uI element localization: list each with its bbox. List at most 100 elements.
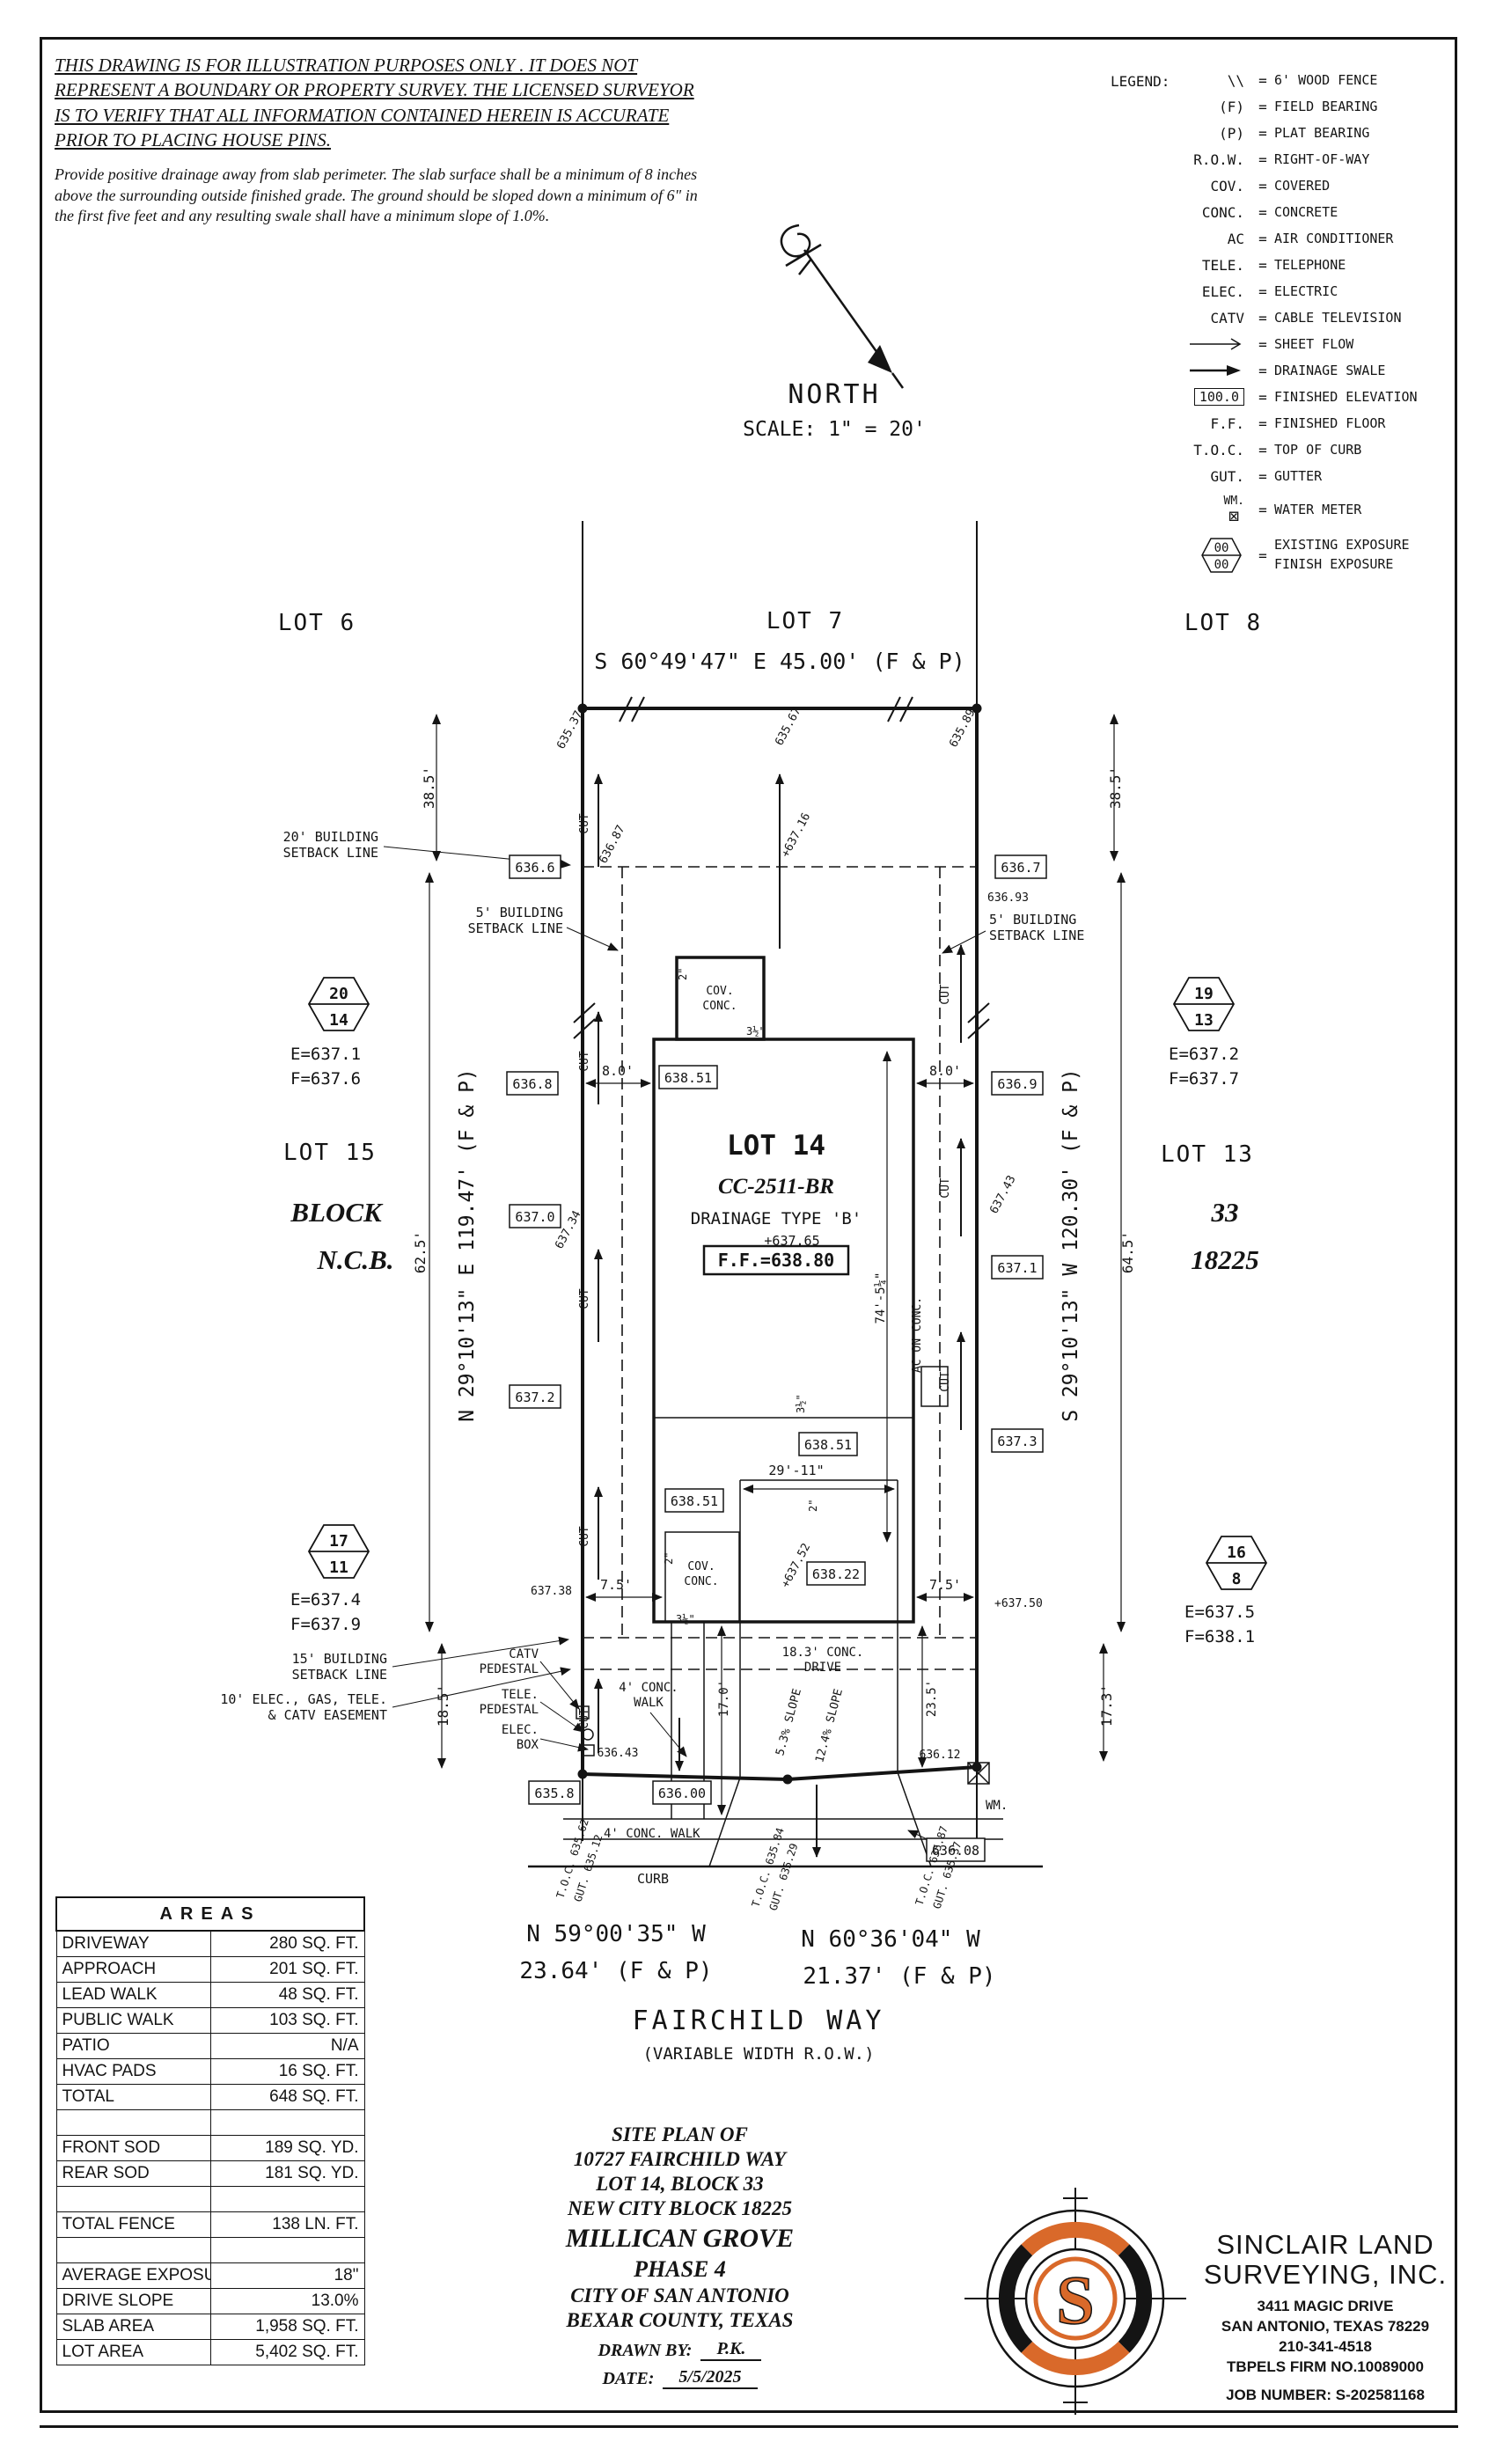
dimension-label: 2" — [663, 1552, 675, 1565]
side-setback-label: 5' BUILDING — [989, 912, 1076, 928]
area-value: 13.0% — [209, 2288, 365, 2314]
catv-pedestal-symbol — [576, 1705, 590, 1720]
legend-row: R.O.W. = RIGHT-OF-WAY — [1111, 146, 1449, 172]
street-bearing-label: N 59°00'35" W — [526, 1921, 706, 1947]
finish-elevation-label: F=637.6 — [290, 1069, 361, 1089]
spot-elevation: +637.50 — [994, 1597, 1043, 1610]
side-setback-label: 5' BUILDING — [476, 905, 563, 920]
cov-conc-label: COV. — [687, 1560, 715, 1573]
lot-line-extensions — [573, 521, 990, 1841]
legend-meaning: TOP OF CURB — [1274, 442, 1362, 458]
exposure-value: 14 — [329, 1011, 348, 1030]
legend-symbol: 00 — [1214, 541, 1229, 555]
cut-label: CUT — [578, 1288, 591, 1309]
exposure-value: 17 — [329, 1532, 348, 1551]
legend-meaning-line: FINISH EXPOSURE — [1274, 556, 1394, 572]
plan-model-label: CC-2511-BR — [718, 1175, 834, 1199]
cut-label: CUT — [578, 1051, 591, 1072]
front-setback-label: 15' BUILDING — [292, 1651, 387, 1667]
title-city: CITY OF SAN ANTONIO — [570, 2284, 789, 2306]
area-label: APPROACH — [55, 1956, 211, 1983]
legend-symbol: TELE. — [1201, 256, 1244, 274]
dimension-label: 64.5' — [1119, 1231, 1136, 1273]
legend-row: WM. ⊠ = WATER METER — [1111, 489, 1449, 530]
boxed-elevation: 637.1 — [991, 1255, 1044, 1280]
legend-meaning: 6' WOOD FENCE — [1274, 72, 1378, 88]
exposure-hexagon: 20 14 E=637.1 F=637.6 — [290, 977, 370, 1089]
ac-pad-label: AC ON CONC. — [911, 1297, 924, 1373]
area-value — [209, 2109, 365, 2136]
side-setback-label: SETBACK LINE — [989, 928, 1084, 943]
elec-box-symbol — [583, 1744, 595, 1756]
house-outline — [652, 956, 915, 1624]
area-label — [55, 2109, 211, 2136]
legend-symbol: CATV — [1210, 309, 1244, 326]
walk-label: WALK — [634, 1696, 664, 1710]
dimension-label: 2" — [677, 968, 689, 980]
dimension-label: 38.5' — [1107, 766, 1124, 809]
spot-elevation: 635.67 — [773, 705, 803, 748]
boxed-elevation: 636.00 — [652, 1780, 712, 1805]
spot-elevation: 635.89 — [947, 707, 978, 750]
area-value: 138 LN. FT. — [209, 2211, 365, 2238]
street-bearing-label: 21.37' (F & P) — [803, 1963, 995, 1990]
area-label: AVERAGE EXPOSURE — [55, 2262, 211, 2289]
legend-row: CONC. = CONCRETE — [1111, 199, 1449, 225]
curb-label: CURB — [637, 1871, 669, 1887]
block-number: 33 — [1211, 1197, 1239, 1228]
legend-title: LEGEND: — [1111, 73, 1170, 90]
company-address: 3411 MAGIC DRIVE SAN ANTONIO, TEXAS 7822… — [1184, 2297, 1467, 2378]
lot7-label: LOT 7 — [766, 608, 844, 634]
legend-meaning: CABLE TELEVISION — [1274, 310, 1402, 326]
drawn-by-label: DRAWN BY: — [598, 2340, 693, 2360]
disclaimer-notes: THIS DRAWING IS FOR ILLUSTRATION PURPOSE… — [55, 53, 710, 239]
legend-row: 00 00 = EXISTING EXPOSURE FINISH EXPOSUR… — [1111, 530, 1449, 581]
legend-meaning: AIR CONDITIONER — [1274, 231, 1394, 246]
sheet-flow-arrow-icon — [1111, 337, 1251, 351]
legend-row: GUT. = GUTTER — [1111, 463, 1449, 489]
legend-symbol: (P) — [1219, 124, 1244, 142]
boxed-elevation-label: 637.3 — [997, 1434, 1037, 1449]
boxed-elevation: 637.2 — [509, 1384, 561, 1409]
legend-equals: = — [1258, 150, 1267, 168]
area-value: 648 SQ. FT. — [209, 2084, 365, 2110]
boxed-elevation-label: 638.51 — [664, 1070, 712, 1086]
company-name: SINCLAIR LAND — [1216, 2229, 1434, 2260]
spot-elevation: 637.43 — [987, 1173, 1018, 1216]
legend-row: 100.0 = FINISHED ELEVATION — [1111, 384, 1449, 410]
boxed-elevation: 635.8 — [528, 1780, 581, 1805]
side-setback-label: SETBACK LINE — [468, 920, 563, 936]
lot15-label: LOT 15 — [283, 1140, 377, 1166]
corner-pin — [577, 703, 588, 714]
drawn-by-value: P.K. — [700, 2338, 762, 2361]
dimension-label: 8.0' — [929, 1063, 961, 1079]
boxed-elevation: 637.3 — [991, 1428, 1044, 1453]
entry-porch — [664, 1531, 740, 1623]
area-label: TOTAL — [55, 2084, 211, 2110]
legend-meaning: ELECTRIC — [1274, 283, 1338, 299]
legend-row: COV. = COVERED — [1111, 172, 1449, 199]
area-value: 5,402 SQ. FT. — [209, 2339, 365, 2365]
legend-symbol: F.F. — [1210, 414, 1244, 432]
legend-symbol: (F) — [1219, 98, 1244, 115]
legend-symbol: R.O.W. — [1193, 150, 1244, 168]
legend-row: T.O.C. = TOP OF CURB — [1111, 436, 1449, 463]
water-meter-symbol — [967, 1762, 990, 1785]
table-row — [55, 2186, 365, 2212]
area-label: REAR SOD — [55, 2160, 211, 2187]
ncb-label: N.C.B. — [317, 1244, 394, 1275]
legend-meaning: FIELD BEARING — [1274, 99, 1378, 114]
legend-meaning: PLAT BEARING — [1274, 125, 1370, 141]
legend-equals: = — [1258, 230, 1267, 247]
approach-edge — [708, 1777, 741, 1867]
legend-equals: = — [1258, 335, 1267, 353]
title-subdivision: MILLICAN GROVE — [565, 2224, 795, 2254]
legend-row: ELEC. = ELECTRIC — [1111, 278, 1449, 304]
ac-pad — [920, 1366, 949, 1407]
easement-label: & CATV EASEMENT — [268, 1707, 387, 1723]
exposure-value: 13 — [1194, 1011, 1214, 1030]
legend-row: = SHEET FLOW — [1111, 331, 1449, 357]
cut-label: CUT — [939, 1371, 952, 1392]
